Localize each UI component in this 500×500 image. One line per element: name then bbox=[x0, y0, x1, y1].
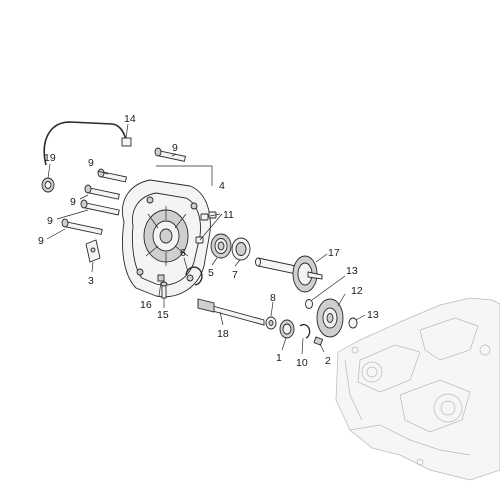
callout-10: 10 bbox=[296, 357, 308, 369]
bracket-part bbox=[85, 239, 101, 263]
callout-18: 18 bbox=[217, 328, 229, 340]
callout-9: 9 bbox=[88, 157, 94, 169]
callout-13: 13 bbox=[367, 309, 379, 321]
callout-9: 9 bbox=[38, 235, 44, 247]
screw-part bbox=[84, 184, 120, 200]
shim-part bbox=[305, 299, 313, 309]
screw-part bbox=[61, 218, 103, 235]
callout-7: 7 bbox=[232, 269, 238, 281]
drive-shaft-part bbox=[197, 298, 265, 326]
callout-1: 1 bbox=[276, 352, 282, 364]
callout-8: 8 bbox=[270, 292, 276, 304]
callout-6: 6 bbox=[180, 247, 186, 259]
small-bearing-part bbox=[279, 319, 295, 339]
screw-part bbox=[80, 199, 120, 216]
wire-harness-part bbox=[43, 121, 132, 166]
callout-15: 15 bbox=[157, 309, 169, 321]
shim-part bbox=[348, 317, 358, 329]
callout-13: 13 bbox=[346, 265, 358, 277]
key-part bbox=[313, 336, 324, 346]
callout-16: 16 bbox=[140, 299, 152, 311]
callout-19: 19 bbox=[44, 152, 56, 164]
gear-shaft-part bbox=[255, 255, 323, 293]
callout-17: 17 bbox=[328, 247, 340, 259]
screw-part bbox=[154, 147, 186, 162]
callout-2: 2 bbox=[325, 355, 331, 367]
callout-11: 11 bbox=[223, 209, 234, 221]
callout-14: 14 bbox=[124, 113, 136, 125]
fitting-part bbox=[157, 274, 165, 282]
small-circlip-part bbox=[299, 323, 311, 339]
callout-9: 9 bbox=[70, 196, 76, 208]
gear-part bbox=[316, 298, 344, 338]
washer-part bbox=[265, 316, 277, 330]
crankcase-ghost bbox=[335, 297, 500, 481]
leader-lines bbox=[46, 123, 366, 355]
callout-4: 4 bbox=[219, 180, 225, 192]
callout-5: 5 bbox=[208, 267, 214, 279]
callout-9: 9 bbox=[47, 215, 53, 227]
screw-part bbox=[97, 168, 128, 183]
bearing-part bbox=[210, 233, 232, 259]
callout-9: 9 bbox=[172, 142, 178, 154]
callout-12: 12 bbox=[351, 285, 363, 297]
bolt-part bbox=[160, 281, 168, 299]
screw-set-parts bbox=[61, 147, 186, 235]
callout-3: 3 bbox=[88, 275, 94, 287]
oil-seal-part bbox=[231, 237, 251, 261]
transmission-cover-part bbox=[122, 179, 211, 298]
callout-labels: 14 19 9 9 9 9 9 3 4 11 6 5 7 17 13 12 13… bbox=[38, 113, 379, 369]
grommet-part bbox=[41, 177, 55, 193]
